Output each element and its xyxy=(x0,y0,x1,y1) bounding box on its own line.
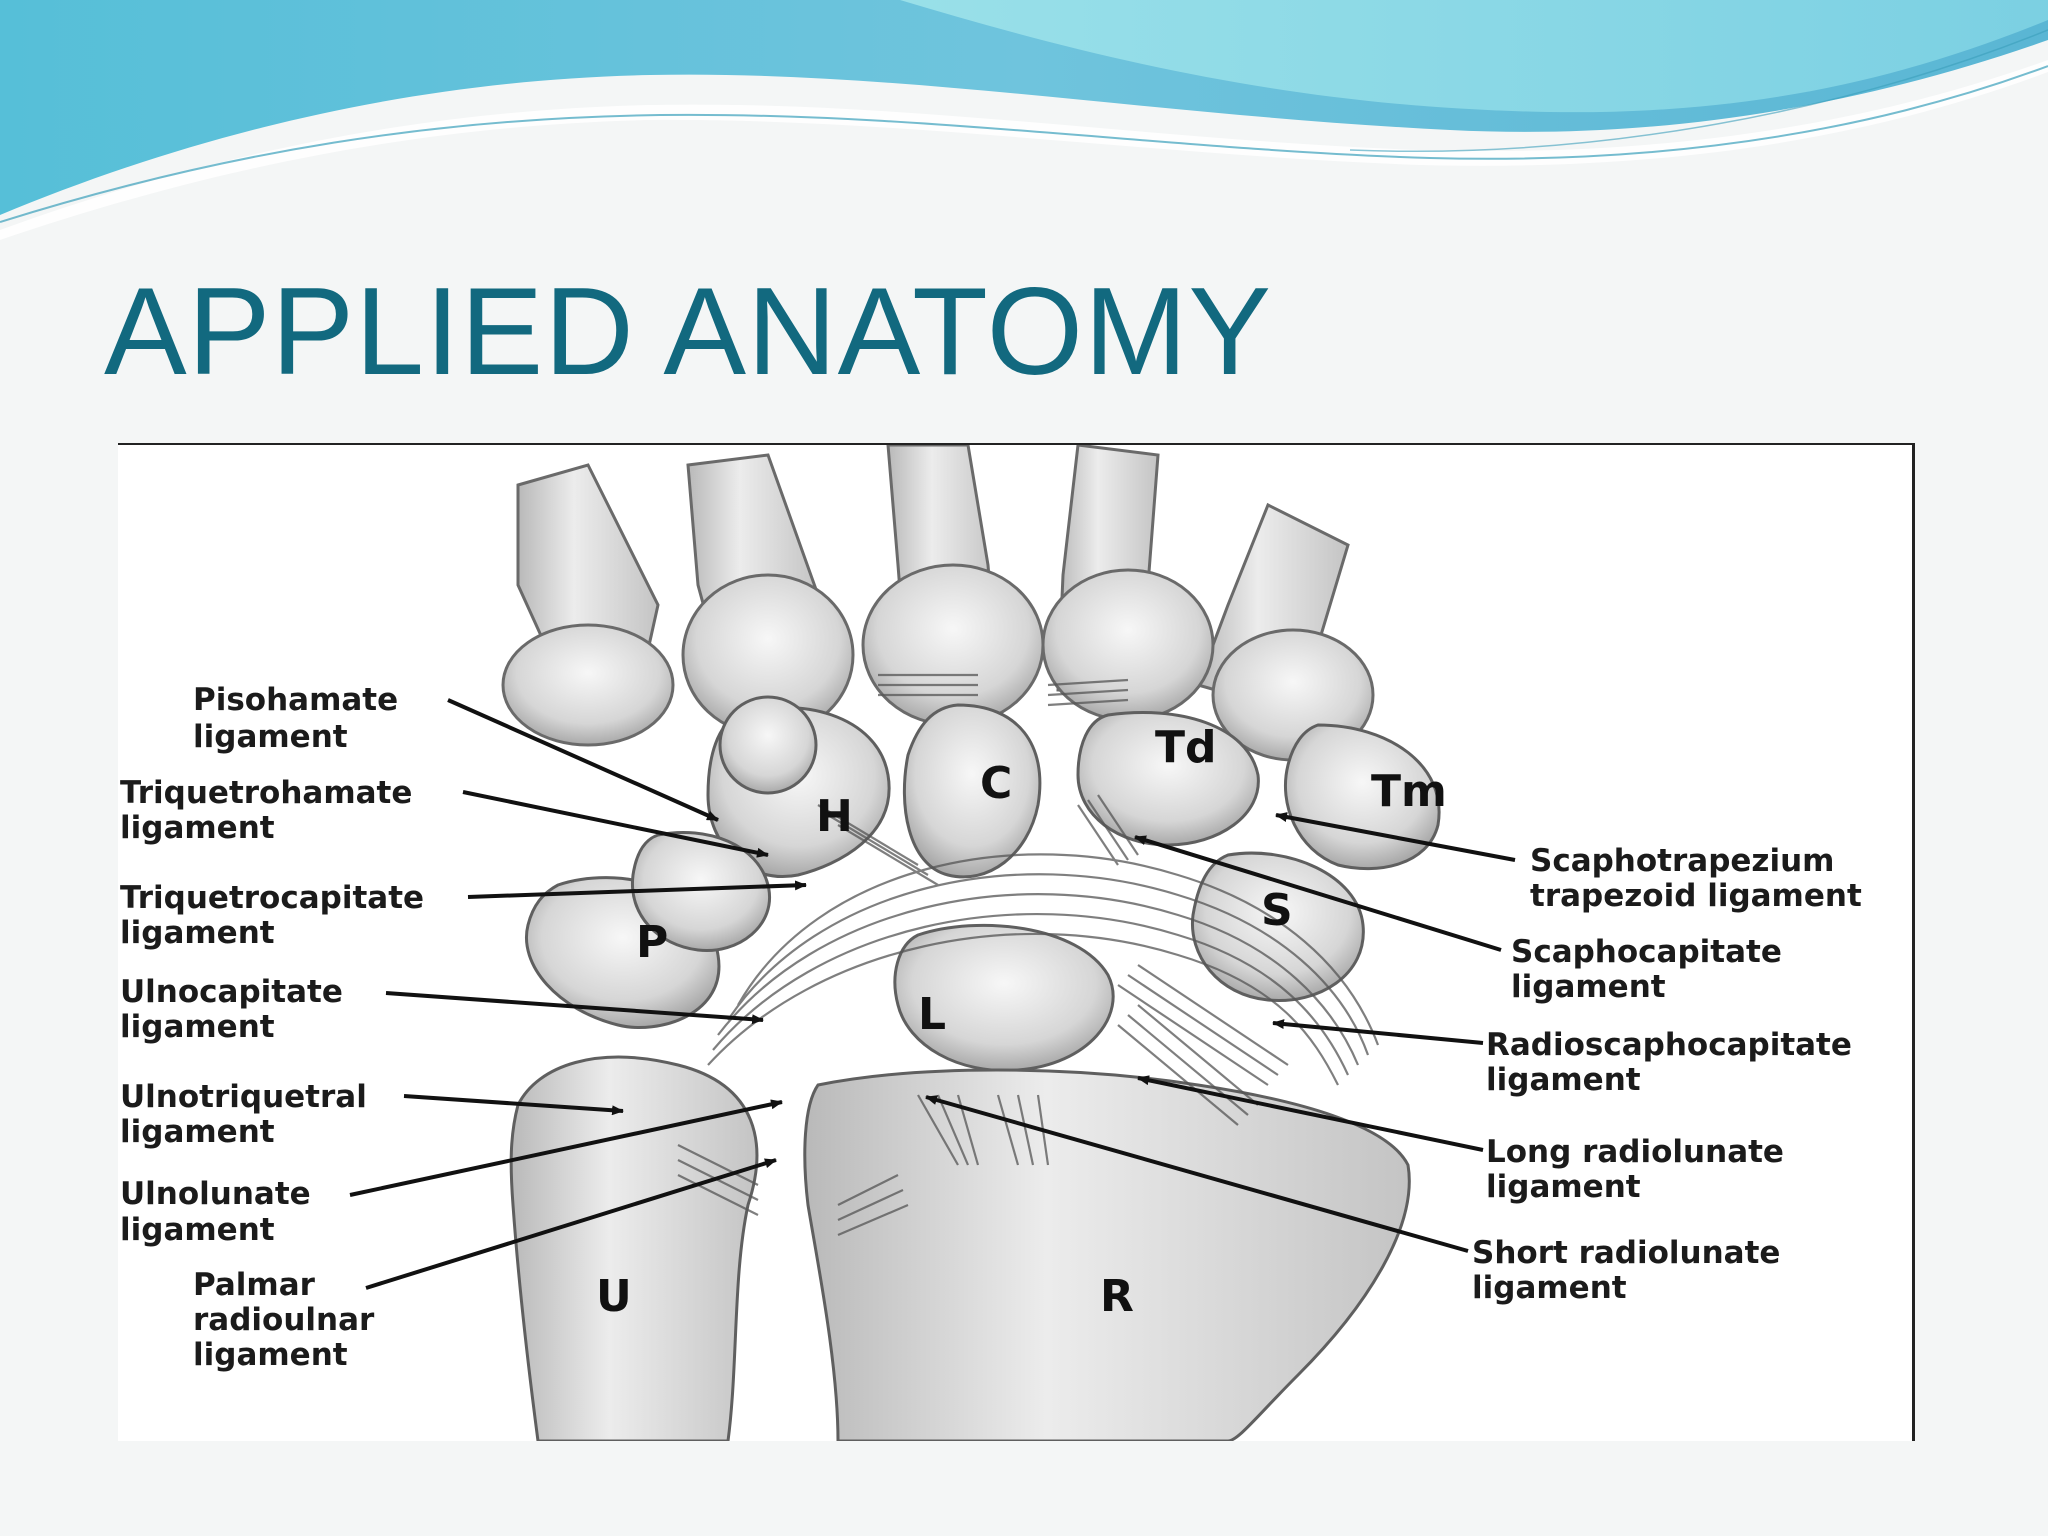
banner-line xyxy=(0,65,2048,223)
bone-label-lunate: L xyxy=(918,989,946,1040)
label-ulnolunate-2: ligament xyxy=(120,1212,275,1248)
sesamoid-bone xyxy=(718,695,818,795)
label-ulnotriquetral-2: ligament xyxy=(120,1114,275,1150)
label-palmar-radioulnar-2: radioulnar xyxy=(193,1302,375,1338)
arrow-scaphocapitate xyxy=(1134,835,1502,952)
arrow-triquetrohamate xyxy=(462,790,769,858)
label-radioscaphocapitate-2: ligament xyxy=(1486,1062,1641,1098)
arrow-palmar-radioulnar xyxy=(365,1158,777,1290)
bone-label-ulna: U xyxy=(596,1271,632,1322)
arrow-long-radiolunate xyxy=(1137,1075,1484,1152)
bone-label-capitate: C xyxy=(980,758,1012,809)
label-long-radiolunate-1: Long radiolunate xyxy=(1486,1134,1784,1170)
pointer-arrows xyxy=(349,698,1516,1290)
label-triquetrohamate-2: ligament xyxy=(120,810,275,846)
bone-label-radius: R xyxy=(1100,1271,1134,1322)
label-ulnocapitate-2: ligament xyxy=(120,1009,275,1045)
radius-bone xyxy=(803,1068,1411,1441)
forearm-bones xyxy=(509,1055,1411,1441)
label-triquetrocapitate-1: Triquetrocapitate xyxy=(120,880,424,916)
anatomy-figure: H C Td Tm P S L U R Pisohamate ligament … xyxy=(118,443,1915,1441)
label-ulnocapitate-1: Ulnocapitate xyxy=(120,974,343,1010)
label-scaphotrapezium-1: Scaphotrapezium xyxy=(1530,843,1834,879)
label-short-radiolunate-1: Short radiolunate xyxy=(1472,1235,1780,1271)
arrow-scaphotrapezium xyxy=(1275,812,1516,862)
banner-wave-light xyxy=(900,0,2048,113)
banner-wave-white xyxy=(0,60,2048,240)
left-ligament-labels: Pisohamate ligament Triquetrohamate liga… xyxy=(120,682,424,1373)
bone-labels: H C Td Tm P S L U R xyxy=(596,722,1447,1322)
label-scaphotrapezium-2: trapezoid ligament xyxy=(1530,878,1862,914)
scaphoid-bone xyxy=(1190,851,1365,1003)
trapezoid-bone xyxy=(1076,711,1260,847)
label-ulnotriquetral-1: Ulnotriquetral xyxy=(120,1079,367,1115)
label-short-radiolunate-2: ligament xyxy=(1472,1270,1627,1306)
label-ulnolunate-1: Ulnolunate xyxy=(120,1176,311,1212)
right-ligament-labels: Scaphotrapezium trapezoid ligament Scaph… xyxy=(1472,843,1862,1306)
bone-label-trapezoid: Td xyxy=(1155,722,1217,773)
arrow-ulnocapitate xyxy=(385,991,764,1025)
label-palmar-radioulnar-3: ligament xyxy=(193,1337,348,1373)
slide-banner xyxy=(0,0,2048,240)
wrist-ligament-diagram: H C Td Tm P S L U R Pisohamate ligament … xyxy=(120,445,1862,1441)
trapezium-bone xyxy=(1283,723,1441,871)
arrow-ulnolunate xyxy=(349,1099,783,1197)
arrow-radioscaphocapitate xyxy=(1272,1019,1484,1045)
label-long-radiolunate-2: ligament xyxy=(1486,1169,1641,1205)
capitate-bone xyxy=(902,703,1042,879)
label-pisohamate-2: ligament xyxy=(193,719,348,755)
arrow-triquetrocapitate xyxy=(467,880,807,899)
label-scaphocapitate-2: ligament xyxy=(1511,969,1666,1005)
label-scaphocapitate-1: Scaphocapitate xyxy=(1511,934,1782,970)
carpal-bones xyxy=(525,695,1441,1073)
label-triquetrohamate-1: Triquetrohamate xyxy=(120,775,412,811)
bone-label-pisiform: P xyxy=(636,917,668,968)
arrow-short-radiolunate xyxy=(925,1095,1469,1253)
slide-title: APPLIED ANATOMY xyxy=(104,263,1273,401)
bone-label-hamate: H xyxy=(816,791,853,842)
label-radioscaphocapitate-1: Radioscaphocapitate xyxy=(1486,1027,1852,1063)
label-pisohamate-1: Pisohamate xyxy=(193,682,398,718)
bone-label-scaphoid: S xyxy=(1261,885,1293,936)
label-triquetrocapitate-2: ligament xyxy=(120,915,275,951)
arrow-pisohamate xyxy=(447,698,719,822)
bone-label-trapezium: Tm xyxy=(1371,766,1447,817)
banner-line-2 xyxy=(1349,29,2048,152)
arrow-ulnotriquetral xyxy=(403,1094,624,1116)
label-palmar-radioulnar-1: Palmar xyxy=(193,1267,316,1303)
